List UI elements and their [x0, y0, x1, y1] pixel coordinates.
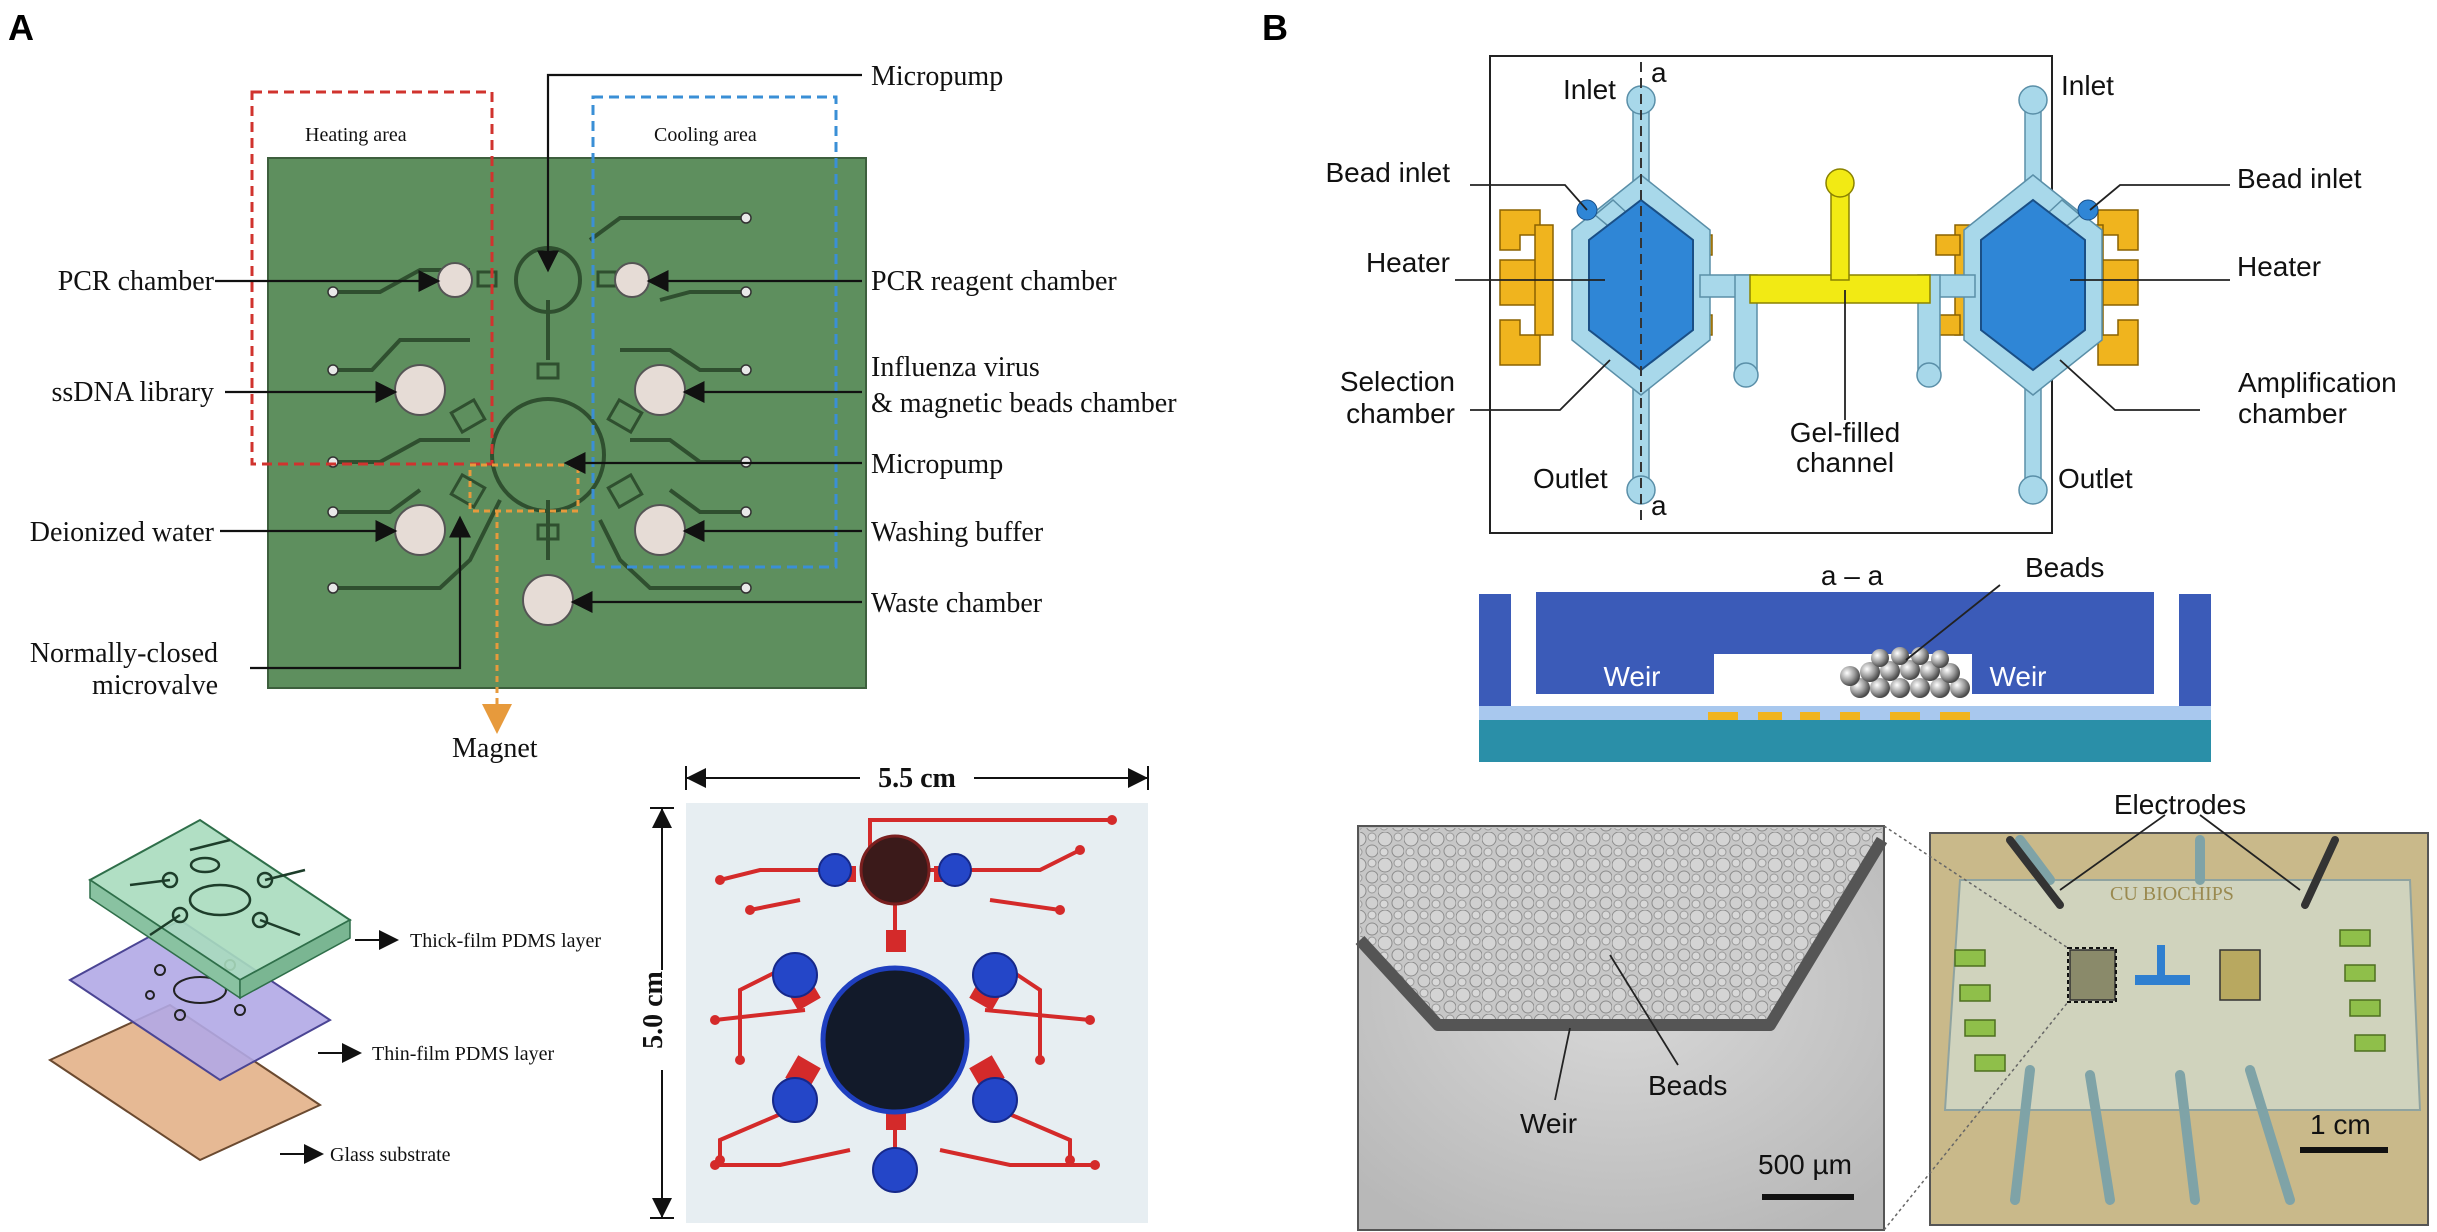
- dim-height-label: 5.0 cm: [638, 971, 669, 1049]
- label-inlet-right: Inlet: [2061, 70, 2114, 101]
- micrograph-weir-edge: [1355, 836, 1888, 1031]
- cs-title: a – a: [1821, 560, 1884, 591]
- photo-electrode-leaders: [2059, 814, 2301, 891]
- label-magnet: Magnet: [452, 733, 538, 764]
- label-pcr-reagent: PCR reagent chamber: [871, 266, 1117, 297]
- amplification-chamber: [1980, 198, 2086, 372]
- gel-channel: [1749, 168, 1931, 304]
- label-pcr-chamber: PCR chamber: [58, 266, 215, 297]
- dual-chamber-schematic: [1499, 62, 2139, 520]
- label-bead-inlet-right: Bead inlet: [2237, 163, 2362, 194]
- label-outlet-right: Outlet: [2058, 463, 2133, 494]
- label-influenza-2: & magnetic beads chamber: [871, 388, 1177, 419]
- label-ssdna: ssDNA library: [51, 377, 214, 408]
- label-micropump-top: Micropump: [871, 61, 1003, 92]
- photo-selection-chamber: [2069, 949, 2116, 1001]
- panel-a-callout-lines: [215, 73, 862, 670]
- label-amplification-1: Amplification: [2238, 367, 2397, 398]
- cs-beads-leader: [1905, 584, 2001, 661]
- photo-electrode-pads: [1954, 929, 2386, 1072]
- chip-chambers: [394, 262, 686, 626]
- label-micropump-mid: Micropump: [871, 449, 1003, 480]
- photo-blue-chambers: [772, 853, 1018, 1193]
- label-washing: Washing buffer: [871, 517, 1044, 548]
- label-selection-2: chamber: [1346, 398, 1455, 429]
- zoom-connector-lines: [1883, 825, 2069, 1231]
- heating-area-label: Heating area: [305, 124, 407, 146]
- micrograph-scale-bar: [1762, 1194, 1854, 1200]
- label-glass: Glass substrate: [330, 1144, 451, 1166]
- cs-top-layer: [1536, 592, 2154, 694]
- label-heater-right: Heater: [2237, 251, 2321, 282]
- panel-b-callout-lines: [1455, 184, 2230, 420]
- label-thin-pdms: Thin-film PDMS layer: [372, 1043, 555, 1065]
- photo-electrode-wires: [2006, 836, 2339, 909]
- label-waste: Waste chamber: [871, 588, 1043, 619]
- chip-photo: [686, 803, 1148, 1223]
- glass-substrate-layer: [47, 1003, 323, 1162]
- cs-substrate: [1479, 720, 2211, 762]
- photo-red-channels: [714, 818, 1112, 1180]
- cooling-area-box: [591, 95, 838, 569]
- photo-electrodes-label: Electrodes: [2114, 789, 2246, 820]
- label-thick-pdms: Thick-film PDMS layer: [410, 930, 601, 952]
- panel-label-b: B: [1262, 7, 1288, 48]
- label-gel-1: Gel-filled: [1790, 417, 1900, 448]
- cs-weir-left: Weir: [1603, 661, 1660, 692]
- micrograph-scale-label: 500 µm: [1758, 1149, 1852, 1180]
- panel-label-a: A: [8, 7, 34, 48]
- device-photo: [1929, 832, 2429, 1226]
- dim-width-label: 5.5 cm: [878, 763, 956, 794]
- photo-red-ports: [710, 815, 1117, 1170]
- chip-layout-diagram: [250, 90, 867, 734]
- label-gel-2: channel: [1796, 447, 1894, 478]
- photo-zoom-box: [2067, 947, 2117, 1003]
- label-outlet-left: Outlet: [1533, 463, 1608, 494]
- label-influenza-1: Influenza virus: [871, 352, 1040, 383]
- photo-scale-label: 1 cm: [2310, 1109, 2371, 1140]
- micrograph-leaders: [1554, 954, 1679, 1101]
- label-deionized: Deionized water: [30, 517, 215, 548]
- bead-inlet-right-dot: [2077, 199, 2099, 221]
- label-valve-2: microvalve: [92, 670, 218, 701]
- photo-pump-mid: [820, 965, 970, 1115]
- cs-electrodes: [1708, 712, 1970, 720]
- cs-beads: [1840, 647, 1970, 698]
- photo-chip-text: CU BIOCHIPS: [2110, 883, 2234, 905]
- micrograph-weir-label: Weir: [1520, 1108, 1577, 1139]
- cs-weir-right: Weir: [1989, 661, 2046, 692]
- micrograph-beads-label: Beads: [1648, 1070, 1727, 1101]
- thin-pdms-layer: [68, 918, 332, 1082]
- bead-micrograph: [1355, 825, 1888, 1231]
- label-bead-inlet-left: Bead inlet: [1325, 157, 1450, 188]
- label-selection-1: Selection: [1340, 366, 1455, 397]
- cs-beads-label: Beads: [2025, 552, 2104, 583]
- thick-layer-pattern: [129, 838, 306, 937]
- label-heater-left: Heater: [1366, 247, 1450, 278]
- label-amplification-2: chamber: [2238, 398, 2347, 429]
- micropump-mid: [490, 397, 606, 513]
- photo-scale-bar: [2300, 1147, 2388, 1153]
- label-inlet-left: Inlet: [1563, 74, 1616, 105]
- photo-amplification-chamber: [2219, 949, 2261, 1001]
- label-valve-1: Normally-closed: [30, 638, 218, 669]
- cross-section-diagram: [1479, 584, 2211, 762]
- layer-stack-diagram: [47, 818, 352, 1162]
- heating-area-box: [250, 90, 494, 466]
- photo-tubes: [2010, 835, 2295, 1205]
- chip-valves: [449, 270, 644, 541]
- photo-pump-top: [859, 834, 931, 906]
- cooling-area-label: Cooling area: [654, 124, 757, 146]
- layer-arrows: [280, 930, 399, 1164]
- label-section-a-top: a: [1651, 57, 1667, 88]
- label-section-a-bottom: a: [1651, 490, 1667, 521]
